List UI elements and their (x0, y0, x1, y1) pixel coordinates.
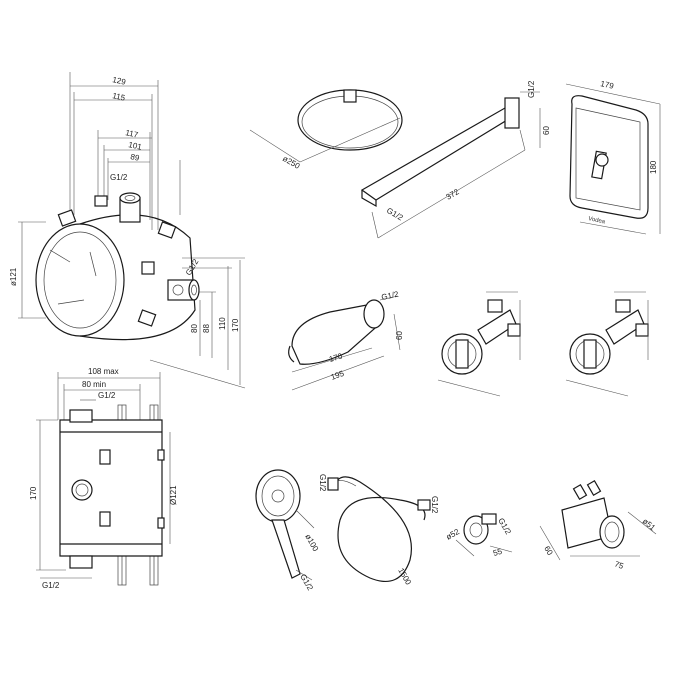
section-box-body (59, 419, 163, 557)
box-dimension-lines (18, 72, 246, 389)
arm-height: 60 (542, 126, 551, 135)
dim-170: 170 (231, 318, 240, 332)
section-diameter-121: Ø121 (169, 485, 178, 505)
rough-in-box-isometric: 129 115 117 101 89 G1/2 G1/2 ø121 170 11… (9, 72, 246, 389)
dim-80: 80 (190, 324, 199, 333)
bath-spout: G1/2 170 195 60 (288, 289, 404, 391)
dim-89: 89 (130, 152, 141, 163)
hand-shower-diameter: ø100 (303, 533, 320, 554)
plate-width: 179 (600, 79, 615, 91)
holder-diameter: ø51 (641, 517, 658, 533)
section-min-depth: 80 min (82, 380, 106, 389)
section-thread-top: G1/2 (98, 391, 116, 400)
shower-hose: G1/2 G1/2 1500 (318, 474, 439, 587)
outlet-length: 55 (492, 547, 504, 558)
arm-length: 372 (445, 187, 462, 202)
rough-in-section-view: 108 max 80 min G1/2 170 Ø121 G1/2 (29, 367, 178, 590)
hose-thread-end: G1/2 (430, 496, 439, 514)
arm-thread-top: G1/2 (527, 80, 536, 98)
box-right-port (167, 279, 200, 301)
section-thread-bottom: G1/2 (42, 581, 60, 590)
dim-115: 115 (112, 91, 127, 103)
dim-101: 101 (128, 140, 143, 152)
outlet-thread: G1/2 (496, 517, 513, 537)
plate-height: 180 (649, 160, 658, 174)
dim-129: 129 (112, 75, 127, 87)
dim-110: 110 (218, 317, 227, 330)
spout-length-195: 195 (330, 369, 346, 382)
arm-thread-bottom: G1/2 (385, 206, 405, 223)
overhead-shower-head: ø250 (249, 89, 403, 171)
shower-head-diameter: ø250 (281, 154, 302, 171)
dim-diameter-121: ø121 (9, 267, 18, 286)
hose-thread-top: G1/2 (318, 474, 327, 492)
diverter-valve-right (565, 291, 649, 397)
outlet-diameter: ø52 (445, 527, 462, 542)
dim-88: 88 (202, 324, 211, 333)
hand-shower-thread: G1/2 (298, 573, 315, 593)
wall-outlet-elbow: G1/2 ø52 55 (445, 513, 513, 558)
diverter-valve-left (437, 291, 521, 397)
shower-holder: 60 75 ø51 (539, 479, 658, 571)
holder-width: 75 (613, 559, 625, 571)
thread-top-label: G1/2 (110, 173, 128, 182)
thermostat-cover-plate: 179 180 Vodea (565, 79, 661, 235)
section-max-depth: 108 max (88, 367, 119, 376)
section-height-170: 170 (29, 486, 38, 500)
box-cylinder (35, 195, 196, 341)
section-port-circle (71, 479, 93, 501)
dim-117: 117 (125, 128, 140, 140)
spout-thread: G1/2 (381, 289, 400, 302)
plate-brand-mark: Vodea (588, 216, 607, 226)
box-top-port (119, 192, 141, 223)
holder-height: 60 (542, 545, 555, 558)
spout-height: 60 (395, 331, 404, 340)
hand-shower: ø100 G1/2 (255, 469, 320, 593)
spout-length-170: 170 (328, 351, 344, 363)
